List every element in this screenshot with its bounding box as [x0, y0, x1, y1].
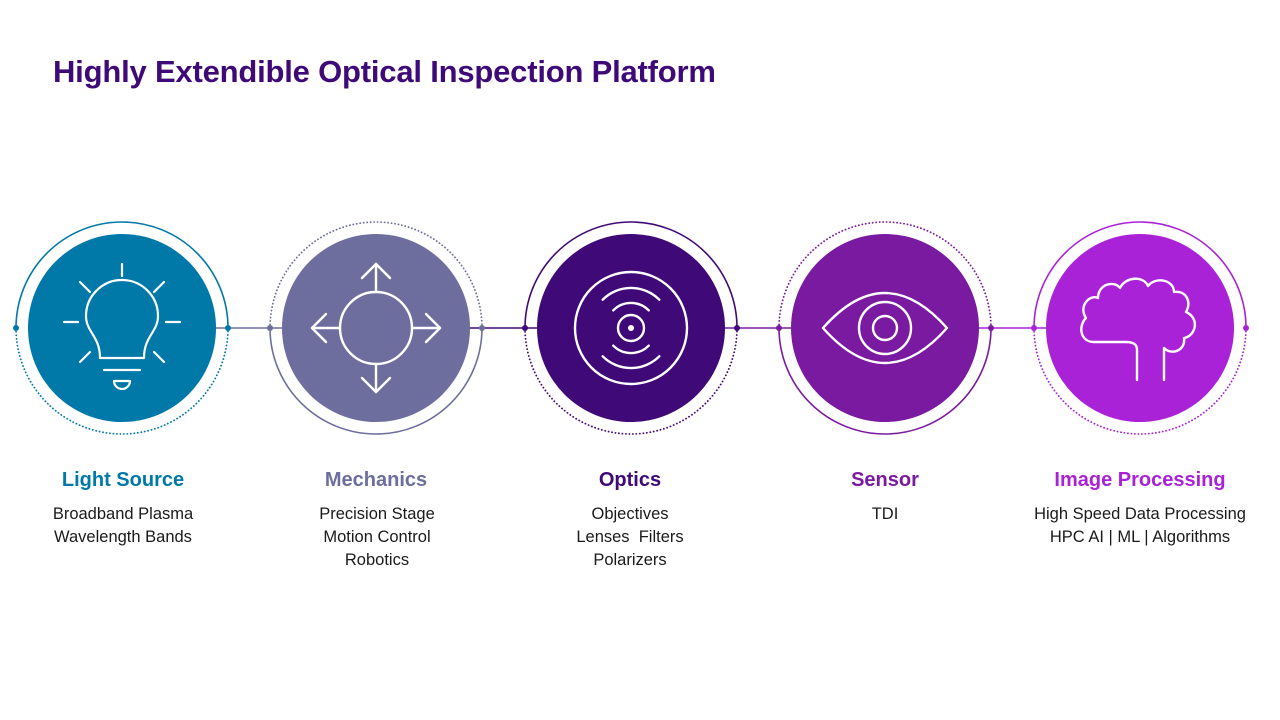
lightbulb-icon — [62, 262, 182, 391]
stage-label: Light Source — [61, 469, 185, 491]
stage-light-source — [15, 221, 229, 435]
four-way-arrows-icon — [310, 262, 442, 394]
stage-description: High Speed Data Processing HPC AI | ML |… — [1010, 503, 1270, 549]
outer-ring-solid — [1033, 221, 1247, 329]
main-circle — [282, 234, 470, 422]
description-line: Robotics — [344, 551, 410, 569]
stage-sensor — [778, 221, 992, 435]
description-line: Motion Control — [323, 528, 431, 546]
outer-ring-solid — [778, 327, 992, 435]
outer-ring-solid — [15, 221, 229, 329]
eye-icon — [821, 292, 949, 364]
stage-label: Optics — [598, 469, 662, 491]
main-circle — [791, 234, 979, 422]
description-line: Polarizers — [593, 551, 667, 569]
stage-description: Objectives Lenses Filters Polarizers — [500, 503, 760, 572]
stage-label: Mechanics — [324, 469, 428, 491]
outer-ring-dotted — [15, 327, 229, 435]
lens-target-icon — [573, 270, 689, 386]
stage-description: Precision Stage Motion Control Robotics — [247, 503, 507, 572]
page-title: Highly Extendible Optical Inspection Pla… — [53, 54, 716, 89]
stage-label: Image Processing — [1054, 469, 1226, 491]
outer-ring-dotted — [1033, 327, 1247, 435]
description-line: Precision Stage — [319, 505, 435, 523]
brain-icon — [1080, 277, 1196, 382]
stage-label: Sensor — [851, 469, 919, 491]
stage-image-processing — [1033, 221, 1247, 435]
description-line: Objectives — [591, 505, 669, 523]
outer-ring-solid — [269, 327, 483, 435]
description-line: Lenses Filters — [576, 528, 684, 546]
main-circle — [28, 234, 216, 422]
stage-mechanics — [269, 221, 483, 435]
outer-ring-dotted — [778, 221, 992, 329]
stage-description: TDI — [755, 503, 1015, 526]
outer-ring-dotted — [269, 221, 483, 329]
main-circle — [1046, 234, 1234, 422]
outer-ring-solid — [524, 221, 738, 329]
description-line: High Speed Data Processing — [1034, 505, 1246, 523]
stage-optics — [524, 221, 738, 435]
description-line: TDI — [871, 505, 899, 523]
description-line: Wavelength Bands — [54, 528, 192, 546]
outer-ring-dotted — [524, 327, 738, 435]
description-line: HPC AI | ML | Algorithms — [1049, 528, 1231, 546]
description-line: Broadband Plasma — [52, 505, 194, 523]
stage-description: Broadband Plasma Wavelength Bands — [0, 503, 253, 549]
